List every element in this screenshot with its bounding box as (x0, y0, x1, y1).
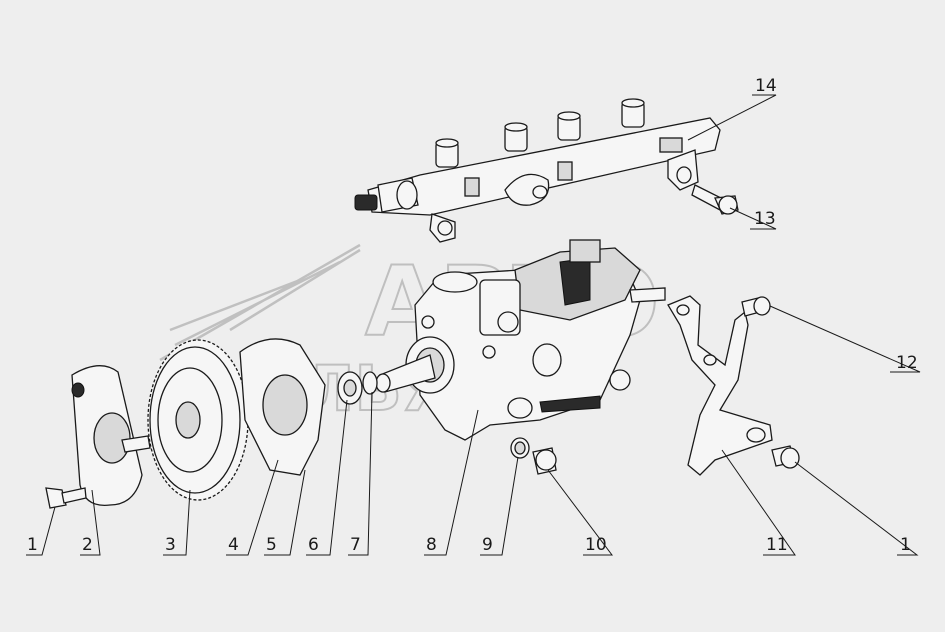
callout-6: 6 (308, 535, 319, 555)
leader-lines (26, 94, 921, 556)
gasket-part-5 (239, 338, 326, 476)
callout-4: 4 (228, 535, 239, 555)
bolt-part-1-left (45, 487, 87, 509)
gear-part-3 (147, 339, 249, 501)
bolt-part-1-right (771, 445, 800, 469)
bolt-part-13 (691, 184, 739, 215)
callout-2: 2 (82, 535, 93, 555)
washer-part-9 (510, 437, 530, 459)
bracket-part-11 (667, 295, 773, 476)
plug-part-10 (532, 447, 557, 475)
callout-labels: 1 2 3 4 5 6 7 8 9 10 11 1 12 13 14 (27, 76, 918, 555)
callout-14: 14 (755, 76, 777, 96)
callout-8: 8 (426, 535, 437, 555)
callout-7: 7 (350, 535, 361, 555)
callout-1-right: 1 (900, 535, 911, 555)
callout-11: 11 (766, 535, 788, 555)
plate-part-2 (71, 365, 151, 506)
washer-part-7 (362, 371, 378, 395)
callout-5: 5 (266, 535, 277, 555)
callout-12: 12 (896, 353, 918, 373)
callout-1-left: 1 (27, 535, 38, 555)
callout-10: 10 (585, 535, 607, 555)
callout-3: 3 (165, 535, 176, 555)
fuel-rail-part-14 (354, 98, 721, 243)
pump-part-8 (375, 239, 666, 441)
bolt-part-12 (741, 296, 771, 317)
callout-9: 9 (482, 535, 493, 555)
callout-13: 13 (754, 209, 776, 229)
nut-part-6 (337, 371, 363, 405)
